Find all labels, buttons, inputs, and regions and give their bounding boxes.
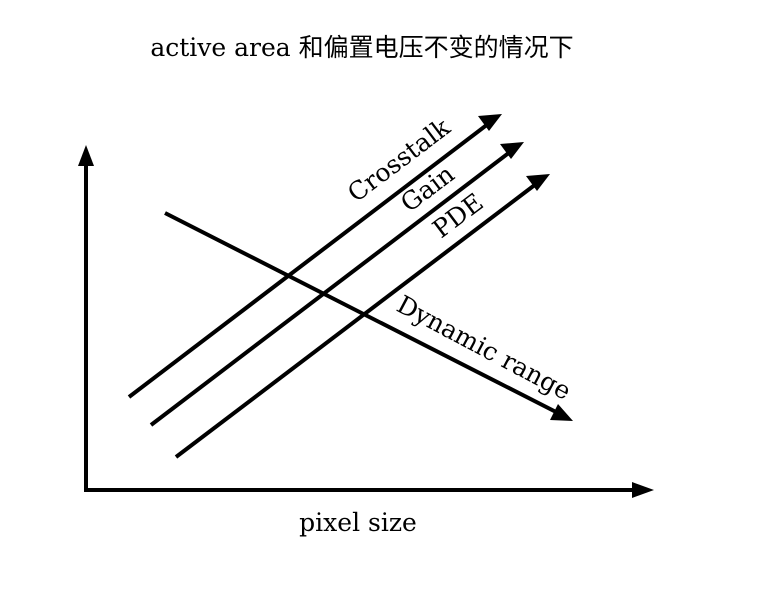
- line-dynamic-range: Dynamic range: [164, 211, 576, 421]
- line-gain: Gain: [149, 142, 524, 427]
- x-axis-label: pixel size: [299, 508, 417, 537]
- dynamic-range-label: Dynamic range: [392, 290, 576, 406]
- crosstalk-arrow-icon: [478, 114, 502, 131]
- axes: [78, 145, 654, 498]
- y-axis-arrow-icon: [78, 145, 94, 166]
- pde-arrow-icon: [526, 174, 550, 191]
- gain-arrow-icon: [500, 142, 524, 159]
- dynamic-range-arrow-icon: [550, 404, 573, 421]
- x-axis-arrow-icon: [632, 482, 654, 498]
- diagram-title: active area 和偏置电压不变的情况下: [150, 33, 573, 62]
